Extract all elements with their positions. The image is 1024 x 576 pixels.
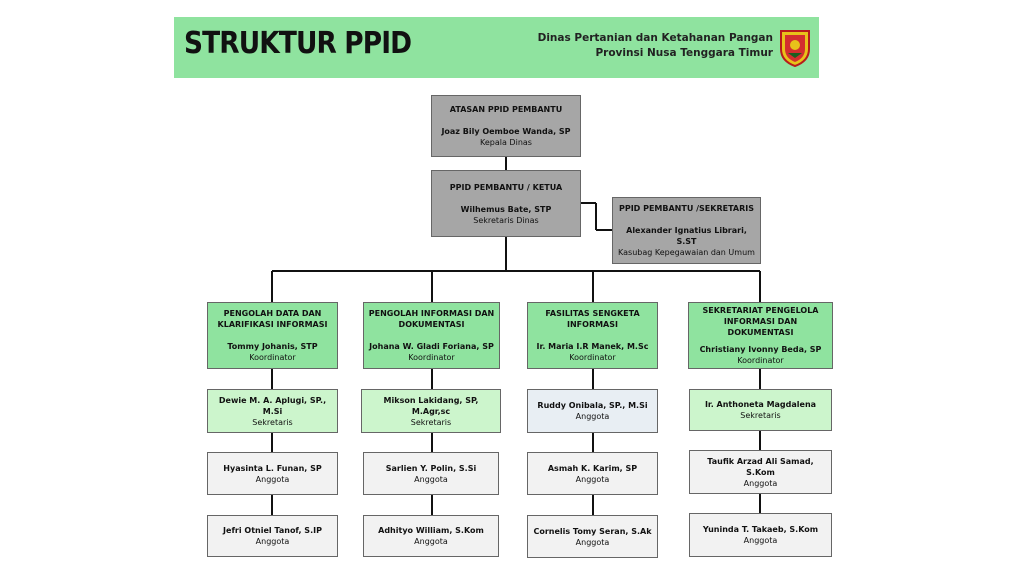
- secretary-name: Dewie M. A. Aplugi, SP., M.Si: [218, 395, 327, 416]
- coordinator-name: Tommy Johanis, STP: [227, 342, 318, 351]
- division-3-member-2-box: Cornelis Tomy Seran, S.Ak Anggota: [527, 515, 658, 558]
- sekretaris-title: Kasubag Kepegawaian dan Umum: [618, 248, 755, 257]
- atasan-ppid-box: ATASAN PPID PEMBANTU Joaz Bily Oemboe Wa…: [431, 95, 581, 157]
- division-1-coordinator-box: PENGOLAH DATA DAN KLARIFIKASI INFORMASI …: [207, 302, 338, 369]
- member-name: Ruddy Onibala, SP., M.Si: [537, 401, 648, 410]
- division-role-line-2: KLARIFIKASI INFORMASI: [217, 320, 328, 329]
- secretary-name: Ir. Anthoneta Magdalena: [704, 400, 817, 409]
- coordinator-name: Ir. Maria I.R Manek, M.Sc: [536, 342, 649, 351]
- member-title: Anggota: [255, 474, 290, 484]
- division-2-member-1-box: Sarlien Y. Polin, S.Si Anggota: [363, 452, 499, 495]
- division-role-line-2: DOKUMENTASI: [398, 320, 465, 329]
- sekretaris-name: Alexander Ignatius Librari, S.ST: [626, 226, 747, 246]
- atasan-title: Kepala Dinas: [480, 138, 532, 147]
- division-3-member-0-box: Ruddy Onibala, SP., M.Si Anggota: [527, 389, 658, 433]
- division-role-line-1: PENGOLAH DATA DAN: [223, 309, 322, 318]
- division-2-secretary-box: Mikson Lakidang, SP, M.Agr,sc Sekretaris: [361, 389, 501, 433]
- member-title: Anggota: [255, 537, 290, 546]
- secretary-name: Mikson Lakidang, SP, M.Agr,sc: [383, 395, 479, 416]
- organization-line-1: Dinas Pertanian dan Ketahanan Pangan: [537, 32, 773, 44]
- sekretaris-role: PPID PEMBANTU /SEKRETARIS: [618, 204, 755, 213]
- member-name: Sarlien Y. Polin, S.Si: [385, 463, 477, 473]
- coordinator-title: Koordinator: [569, 353, 616, 362]
- secretary-title: Sekretaris: [410, 417, 452, 427]
- member-title: Anggota: [575, 412, 610, 421]
- coordinator-title: Koordinator: [408, 353, 455, 362]
- member-name: Taufik Arzad Ali Samad, S.Kom: [707, 456, 814, 477]
- division-3-member-1-box: Asmah K. Karim, SP Anggota: [527, 452, 658, 495]
- division-4-member-2-box: Yuninda T. Takaeb, S.Kom Anggota: [689, 513, 832, 557]
- coordinator-title: Koordinator: [737, 356, 784, 365]
- coordinator-title: Koordinator: [249, 353, 296, 362]
- member-name: Cornelis Tomy Seran, S.Ak: [533, 526, 652, 536]
- secretary-title: Sekretaris: [740, 411, 781, 420]
- member-name: Adhityo William, S.Kom: [378, 526, 484, 535]
- organization-name: Dinas Pertanian dan Ketahanan Pangan Pro…: [538, 31, 773, 61]
- atasan-name: Joaz Bily Oemboe Wanda, SP: [441, 127, 571, 136]
- ketua-name: Wilhemus Bate, STP: [460, 204, 552, 214]
- division-1-member-2-box: Jefri Otniel Tanof, S.IP Anggota: [207, 515, 338, 557]
- member-name: Jefri Otniel Tanof, S.IP: [223, 526, 322, 535]
- member-title: Anggota: [414, 537, 448, 546]
- division-role-line-1: FASILITAS SENGKETA: [545, 309, 640, 318]
- ntt-province-shield-logo-icon: [780, 30, 810, 67]
- member-name: Yuninda T. Takaeb, S.Kom: [702, 525, 819, 534]
- atasan-role: ATASAN PPID PEMBANTU: [449, 105, 563, 114]
- division-1-secretary-box: Dewie M. A. Aplugi, SP., M.Si Sekretaris: [207, 389, 338, 433]
- division-role-line-1: SEKRETARIAT PENGELOLA: [702, 306, 819, 315]
- member-title: Anggota: [743, 536, 778, 545]
- coordinator-name: Christiany Ivonny Beda, SP: [699, 345, 822, 354]
- division-role-line-2: INFORMASI DAN DOKUMENTASI: [723, 317, 798, 337]
- coordinator-name: Johana W. Gladi Foriana, SP: [369, 342, 494, 351]
- division-2-coordinator-box: PENGOLAH INFORMASI DAN DOKUMENTASI Johan…: [363, 302, 500, 369]
- member-name: Hyasinta L. Funan, SP: [223, 463, 322, 473]
- ketua-box: PPID PEMBANTU / KETUA Wilhemus Bate, STP…: [431, 170, 581, 237]
- sekretaris-box: PPID PEMBANTU /SEKRETARIS Alexander Igna…: [612, 197, 761, 264]
- ketua-role: PPID PEMBANTU / KETUA: [449, 182, 563, 192]
- ketua-title: Sekretaris Dinas: [473, 215, 539, 225]
- header-banner: STRUKTUR PPID Dinas Pertanian dan Ketaha…: [174, 17, 819, 78]
- division-role-line-1: PENGOLAH INFORMASI DAN: [368, 309, 495, 318]
- member-title: Anggota: [414, 474, 448, 484]
- division-4-member-1-box: Taufik Arzad Ali Samad, S.Kom Anggota: [689, 450, 832, 494]
- member-name: Asmah K. Karim, SP: [547, 463, 638, 473]
- division-4-coordinator-box: SEKRETARIAT PENGELOLA INFORMASI DAN DOKU…: [688, 302, 833, 369]
- division-4-secretary-box: Ir. Anthoneta Magdalena Sekretaris: [689, 389, 832, 431]
- division-role-line-2: INFORMASI: [567, 320, 618, 329]
- page-title: STRUKTUR PPID: [184, 26, 412, 61]
- division-1-member-1-box: Hyasinta L. Funan, SP Anggota: [207, 452, 338, 495]
- division-3-coordinator-box: FASILITAS SENGKETA INFORMASI Ir. Maria I…: [527, 302, 658, 369]
- secretary-title: Sekretaris: [252, 417, 293, 427]
- member-title: Anggota: [575, 474, 610, 484]
- division-2-member-2-box: Adhityo William, S.Kom Anggota: [363, 515, 499, 557]
- member-title: Anggota: [743, 478, 778, 488]
- member-title: Anggota: [575, 537, 610, 547]
- organization-line-2: Provinsi Nusa Tenggara Timur: [595, 47, 773, 59]
